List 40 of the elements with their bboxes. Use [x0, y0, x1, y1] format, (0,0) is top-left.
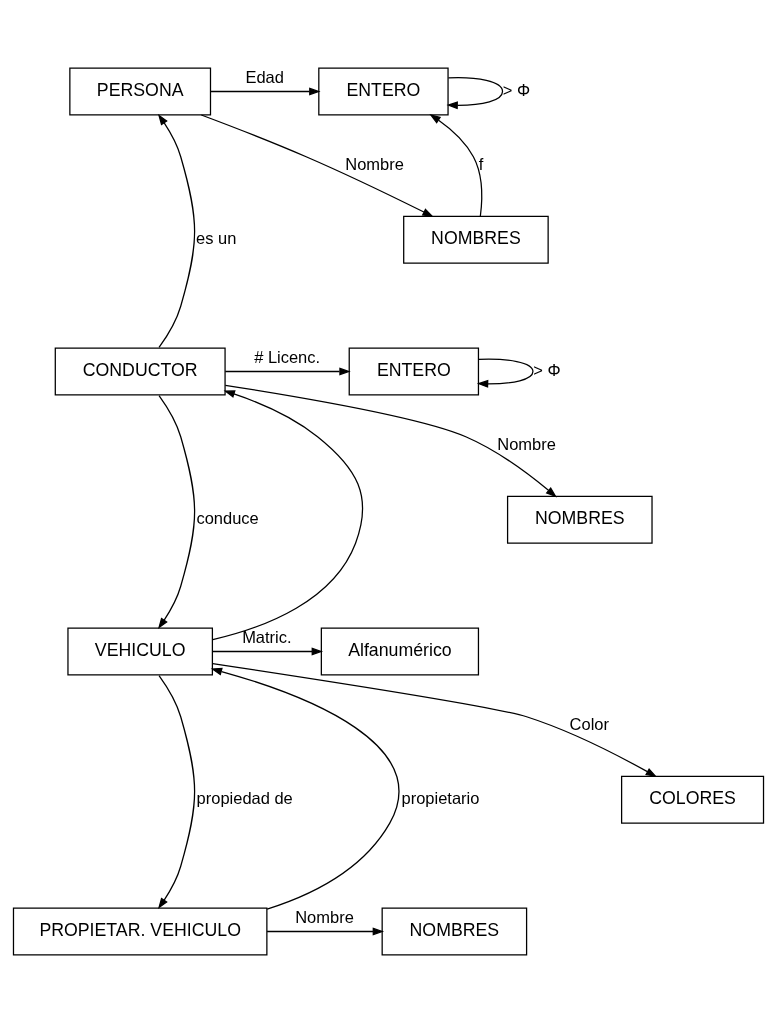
edge-label: es un [196, 229, 237, 248]
edge-label: > Φ [502, 80, 531, 99]
edge-label: Nombre [497, 434, 556, 453]
node-box: NOMBRES [381, 907, 528, 956]
arrow [212, 390, 364, 641]
arrow [224, 367, 351, 376]
arrow [446, 77, 504, 110]
arrow [211, 647, 324, 656]
node-box: Alfanumérico [320, 627, 480, 676]
edge-label: f [478, 154, 484, 173]
arrow [157, 394, 196, 630]
edge-label: Nombre [295, 908, 354, 927]
edge-label: conduce [196, 509, 259, 528]
arrow [429, 114, 483, 217]
arrow [157, 674, 196, 910]
node-box: PERSONA [69, 67, 212, 116]
arrow [200, 114, 434, 217]
arrow [212, 662, 657, 778]
edge-label: propietario [401, 789, 480, 808]
node-box: PROPIETAR. VEHICULO [12, 907, 268, 956]
edge-label: Edad [245, 68, 284, 87]
arrow [224, 384, 557, 498]
edge-label: > Φ [533, 360, 561, 379]
edge-label: Color [569, 714, 609, 733]
node-box: ENTERO [348, 347, 480, 396]
edge-label: propiedad de [196, 789, 293, 808]
edge-label: Matric. [242, 628, 292, 647]
node-box: VEHICULO [67, 627, 214, 676]
node-box: ENTERO [318, 67, 449, 116]
arrow [157, 113, 196, 349]
arrow [209, 87, 321, 96]
node-box: COLORES [621, 775, 765, 824]
arrow [210, 667, 400, 910]
node-box: NOMBRES [403, 215, 549, 264]
arrow [476, 358, 534, 388]
node-box: NOMBRES [506, 495, 653, 544]
arrow [266, 927, 385, 936]
edge-label: # Licenc. [254, 348, 321, 367]
node-box: CONDUCTOR [54, 347, 226, 396]
edge-label: Nombre [345, 154, 404, 173]
